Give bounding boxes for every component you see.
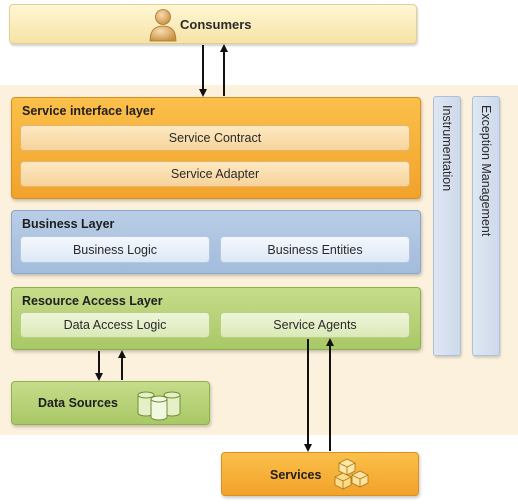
resource-access-layer: Resource Access Layer Data Access Logic …: [11, 287, 421, 350]
database-icon: [137, 391, 181, 421]
business-logic-box: Business Logic: [20, 236, 210, 263]
person-icon: [149, 9, 177, 42]
data-sources-box: Data Sources: [11, 381, 210, 425]
resource-access-layer-title: Resource Access Layer: [22, 294, 163, 308]
data-access-logic-box: Data Access Logic: [20, 312, 210, 338]
service-interface-layer-title: Service interface layer: [22, 104, 155, 118]
instrumentation-bar: Instrumentation: [433, 96, 461, 356]
consumers-label: Consumers: [180, 17, 252, 32]
service-adapter-box: Service Adapter: [20, 161, 410, 187]
service-agents-box: Service Agents: [220, 312, 410, 338]
business-layer: Business Layer Business Logic Business E…: [11, 210, 421, 274]
service-contract-box: Service Contract: [20, 125, 410, 151]
data-sources-label: Data Sources: [38, 396, 118, 410]
instrumentation-label: Instrumentation: [440, 105, 454, 192]
business-layer-title: Business Layer: [22, 217, 115, 231]
service-interface-layer: Service interface layer Service Contract…: [11, 97, 421, 199]
services-box: Services: [221, 452, 419, 496]
cubes-icon: [334, 458, 369, 490]
services-label: Services: [270, 468, 322, 482]
consumers-box: Consumers: [9, 4, 417, 44]
business-entities-box: Business Entities: [220, 236, 410, 263]
exception-management-label: Exception Management: [479, 105, 493, 237]
exception-management-bar: Exception Management: [472, 96, 500, 356]
